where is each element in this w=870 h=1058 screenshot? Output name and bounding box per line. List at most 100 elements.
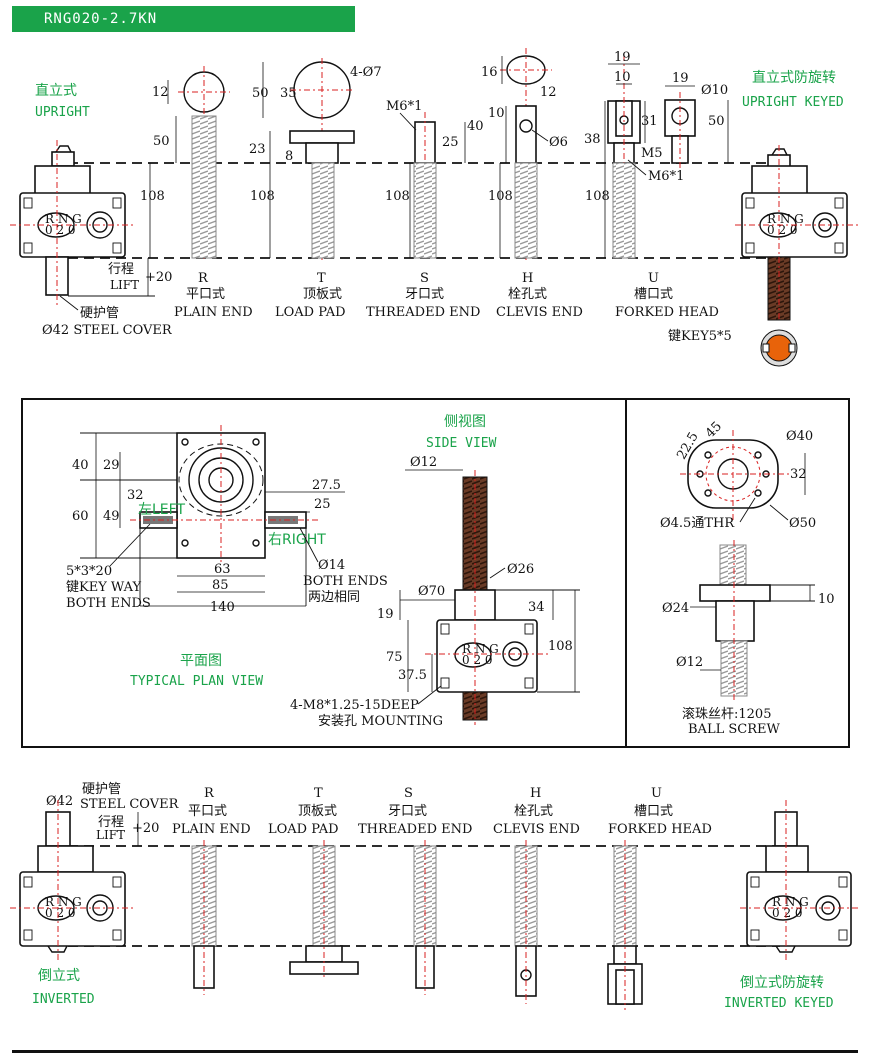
- plan-275: 27.5: [312, 478, 341, 493]
- ball-screw-view: 22.5 45 Ø40 32 Ø50 Ø4.5通THR Ø24 10 Ø12 滚…: [660, 419, 835, 737]
- b-end-R-en: PLAIN END: [172, 822, 251, 837]
- lift-en: LIFT: [110, 278, 139, 292]
- b-end-H-code: H: [530, 786, 541, 801]
- end-T-code: T: [317, 271, 326, 286]
- lift-cn: 行程: [108, 262, 134, 277]
- end-R-en: PLAIN END: [174, 305, 253, 320]
- u2-50: 50: [708, 114, 725, 129]
- inverted-rod-R: [191, 840, 217, 995]
- end-U-en: FORKED HEAD: [615, 305, 719, 320]
- upright-keyed-gearbox: R N G 0 2 0 键KEY5*5: [668, 145, 860, 367]
- inverted-rod-T: [289, 840, 359, 980]
- h-10: 10: [488, 106, 505, 121]
- ball-d40: Ø40: [786, 429, 813, 444]
- h-hole: Ø6: [549, 135, 568, 150]
- side-d108: 108: [548, 639, 573, 654]
- b-end-U-cn: 槽口式: [634, 804, 673, 819]
- r-len: 50: [153, 134, 170, 149]
- ball-screw-cn: 滚珠丝杆:1205: [682, 706, 771, 722]
- plan-60: 60: [72, 509, 89, 524]
- u2-19: 19: [672, 71, 689, 86]
- end-R-cn: 平口式: [186, 287, 225, 302]
- end-S-code: S: [420, 271, 429, 286]
- inverted-keyed-gearbox: R N G 0 2 0: [740, 800, 860, 960]
- ball-d50: Ø50: [789, 516, 816, 531]
- u-19: 19: [614, 50, 631, 65]
- top-section: 直立式 UPRIGHT 直立式防旋转 UPRIGHT KEYED R N G 0…: [10, 48, 860, 367]
- t-23: 23: [249, 142, 266, 157]
- plan-85: 85: [212, 578, 229, 593]
- side-nameplate-l1: R N G: [462, 642, 499, 656]
- u-m6: M6*1: [648, 169, 684, 184]
- b-end-S-code: S: [404, 786, 413, 801]
- h-40: 40: [467, 119, 484, 134]
- inverted-rod-H: [514, 840, 538, 1004]
- t-8: 8: [285, 149, 293, 164]
- nameplate-line2-keyed: 0 2 0: [767, 223, 798, 237]
- ball-d32: 32: [790, 467, 807, 482]
- end-T-cn: 顶板式: [303, 287, 342, 302]
- side-d19: 19: [377, 607, 394, 622]
- u-31: 31: [641, 114, 658, 129]
- r-dia: 12: [152, 85, 169, 100]
- inv-nameplate-l2: 0 2 0: [45, 906, 76, 920]
- bottom-rule: [12, 1050, 858, 1053]
- end-S-en: THREADED END: [366, 305, 480, 320]
- u-108: 108: [585, 189, 610, 204]
- end-type-labels-bottom: R 平口式 PLAIN END T 顶板式 LOAD PAD S 牙口式 THR…: [172, 786, 712, 837]
- middle-frame: [21, 398, 850, 748]
- b-end-S-cn: 牙口式: [388, 804, 427, 819]
- end-S-cn: 牙口式: [405, 287, 444, 302]
- side-nameplate-l2: 0 2 0: [462, 653, 493, 667]
- forked-head-U: 19 10 38 31 M5 M6*1 108 19 Ø10 50: [584, 50, 729, 260]
- end-U-code: U: [648, 271, 659, 286]
- upright-keyed-cn-label: 直立式防旋转: [752, 69, 836, 86]
- end-type-labels-top: R 平口式 PLAIN END T 顶板式 LOAD PAD S 牙口式 THR…: [174, 271, 719, 320]
- u-m5: M5: [641, 146, 663, 161]
- ball-d12: Ø12: [676, 655, 703, 670]
- r-108: 108: [140, 189, 165, 204]
- inverted-cn: 倒立式: [38, 968, 80, 984]
- plan-63: 63: [214, 562, 231, 577]
- plan-keyway-size: 5*3*20: [66, 564, 112, 579]
- h-108: 108: [488, 189, 513, 204]
- plan-140: 140: [210, 600, 235, 615]
- cover-en: Ø42 STEEL COVER: [42, 323, 173, 338]
- bottom-lift-val: +20: [132, 821, 159, 836]
- end-U-cn: 槽口式: [634, 287, 673, 302]
- ball-screw-en: BALL SCREW: [688, 722, 780, 737]
- plan-shaft-dia: Ø14: [318, 558, 345, 573]
- b-end-H-cn: 栓孔式: [514, 804, 553, 819]
- inverted-keyed-cn: 倒立式防旋转: [740, 975, 824, 991]
- bottom-section: Ø42 硬护管 STEEL COVER 行程 LIFT +20 R N G 0 …: [10, 782, 860, 1011]
- inv-nameplate-l1: R N G: [45, 895, 82, 909]
- inverted-rod-U: [607, 840, 643, 1010]
- end-R-code: R: [198, 271, 209, 286]
- plan-title-cn: 平面图: [180, 653, 222, 669]
- side-d12: Ø12: [410, 455, 437, 470]
- upright-en-label: UPRIGHT: [35, 105, 90, 120]
- side-d26: Ø26: [507, 562, 534, 577]
- nameplate-line1: R N G: [45, 212, 82, 226]
- nameplate-line2: 0 2 0: [45, 223, 76, 237]
- b-end-U-code: U: [651, 786, 662, 801]
- side-d375: 37.5: [398, 668, 427, 683]
- inverted-en: INVERTED: [32, 992, 95, 1007]
- u2-dia: Ø10: [701, 83, 728, 98]
- threaded-end-S: M6*1 25 108: [385, 99, 466, 260]
- t-50: 50: [252, 86, 269, 101]
- side-title-cn: 侧视图: [444, 414, 486, 430]
- plan-40: 40: [72, 458, 89, 473]
- b-end-S-en: THREADED END: [358, 822, 472, 837]
- plan-29: 29: [103, 458, 120, 473]
- plan-both-ends: BOTH ENDS: [303, 574, 388, 589]
- plain-end-R: 12 50 108: [140, 66, 230, 260]
- plan-view: 40 29 60 49 32 左LEFT 右RIGHT 27.5 25 63 8…: [66, 425, 388, 689]
- plan-keyway-ends: BOTH ENDS: [66, 596, 151, 611]
- inverted-rod-S: [413, 840, 437, 995]
- side-title-en: SIDE VIEW: [426, 436, 497, 451]
- bottom-lift-cn: 行程: [98, 815, 124, 830]
- ball-a45: 45: [703, 419, 725, 441]
- upright-cn-label: 直立式: [35, 82, 77, 99]
- lift-value: +20: [145, 270, 172, 285]
